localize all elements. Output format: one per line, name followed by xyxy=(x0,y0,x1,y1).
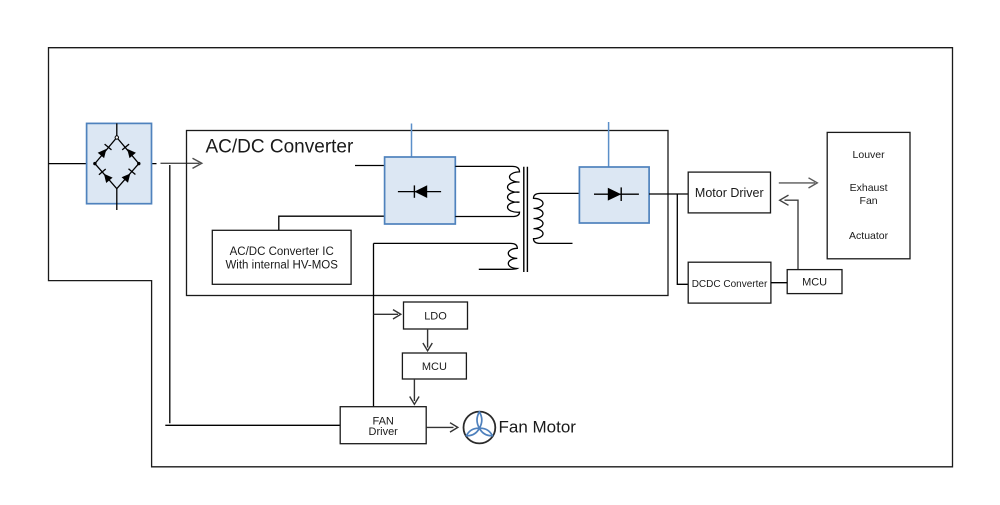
svg-text:DCDC Converter: DCDC Converter xyxy=(692,279,768,290)
svg-text:With internal HV-MOS: With internal HV-MOS xyxy=(225,259,338,271)
svg-text:FAN: FAN xyxy=(372,416,393,428)
svg-text:AC/DC Converter: AC/DC Converter xyxy=(206,136,354,157)
svg-text:MCU: MCU xyxy=(422,361,447,373)
svg-text:Motor Driver: Motor Driver xyxy=(695,186,764,200)
svg-text:Actuator: Actuator xyxy=(849,230,889,242)
svg-text:Fan: Fan xyxy=(860,195,878,207)
svg-text:LDO: LDO xyxy=(424,311,447,323)
svg-text:Fan Motor: Fan Motor xyxy=(499,418,577,437)
svg-text:Louver: Louver xyxy=(853,149,886,161)
svg-text:Exhaust: Exhaust xyxy=(850,182,888,194)
svg-text:Driver: Driver xyxy=(369,426,399,438)
svg-text:AC/DC Converter IC: AC/DC Converter IC xyxy=(230,246,334,258)
svg-text:MCU: MCU xyxy=(802,277,827,289)
